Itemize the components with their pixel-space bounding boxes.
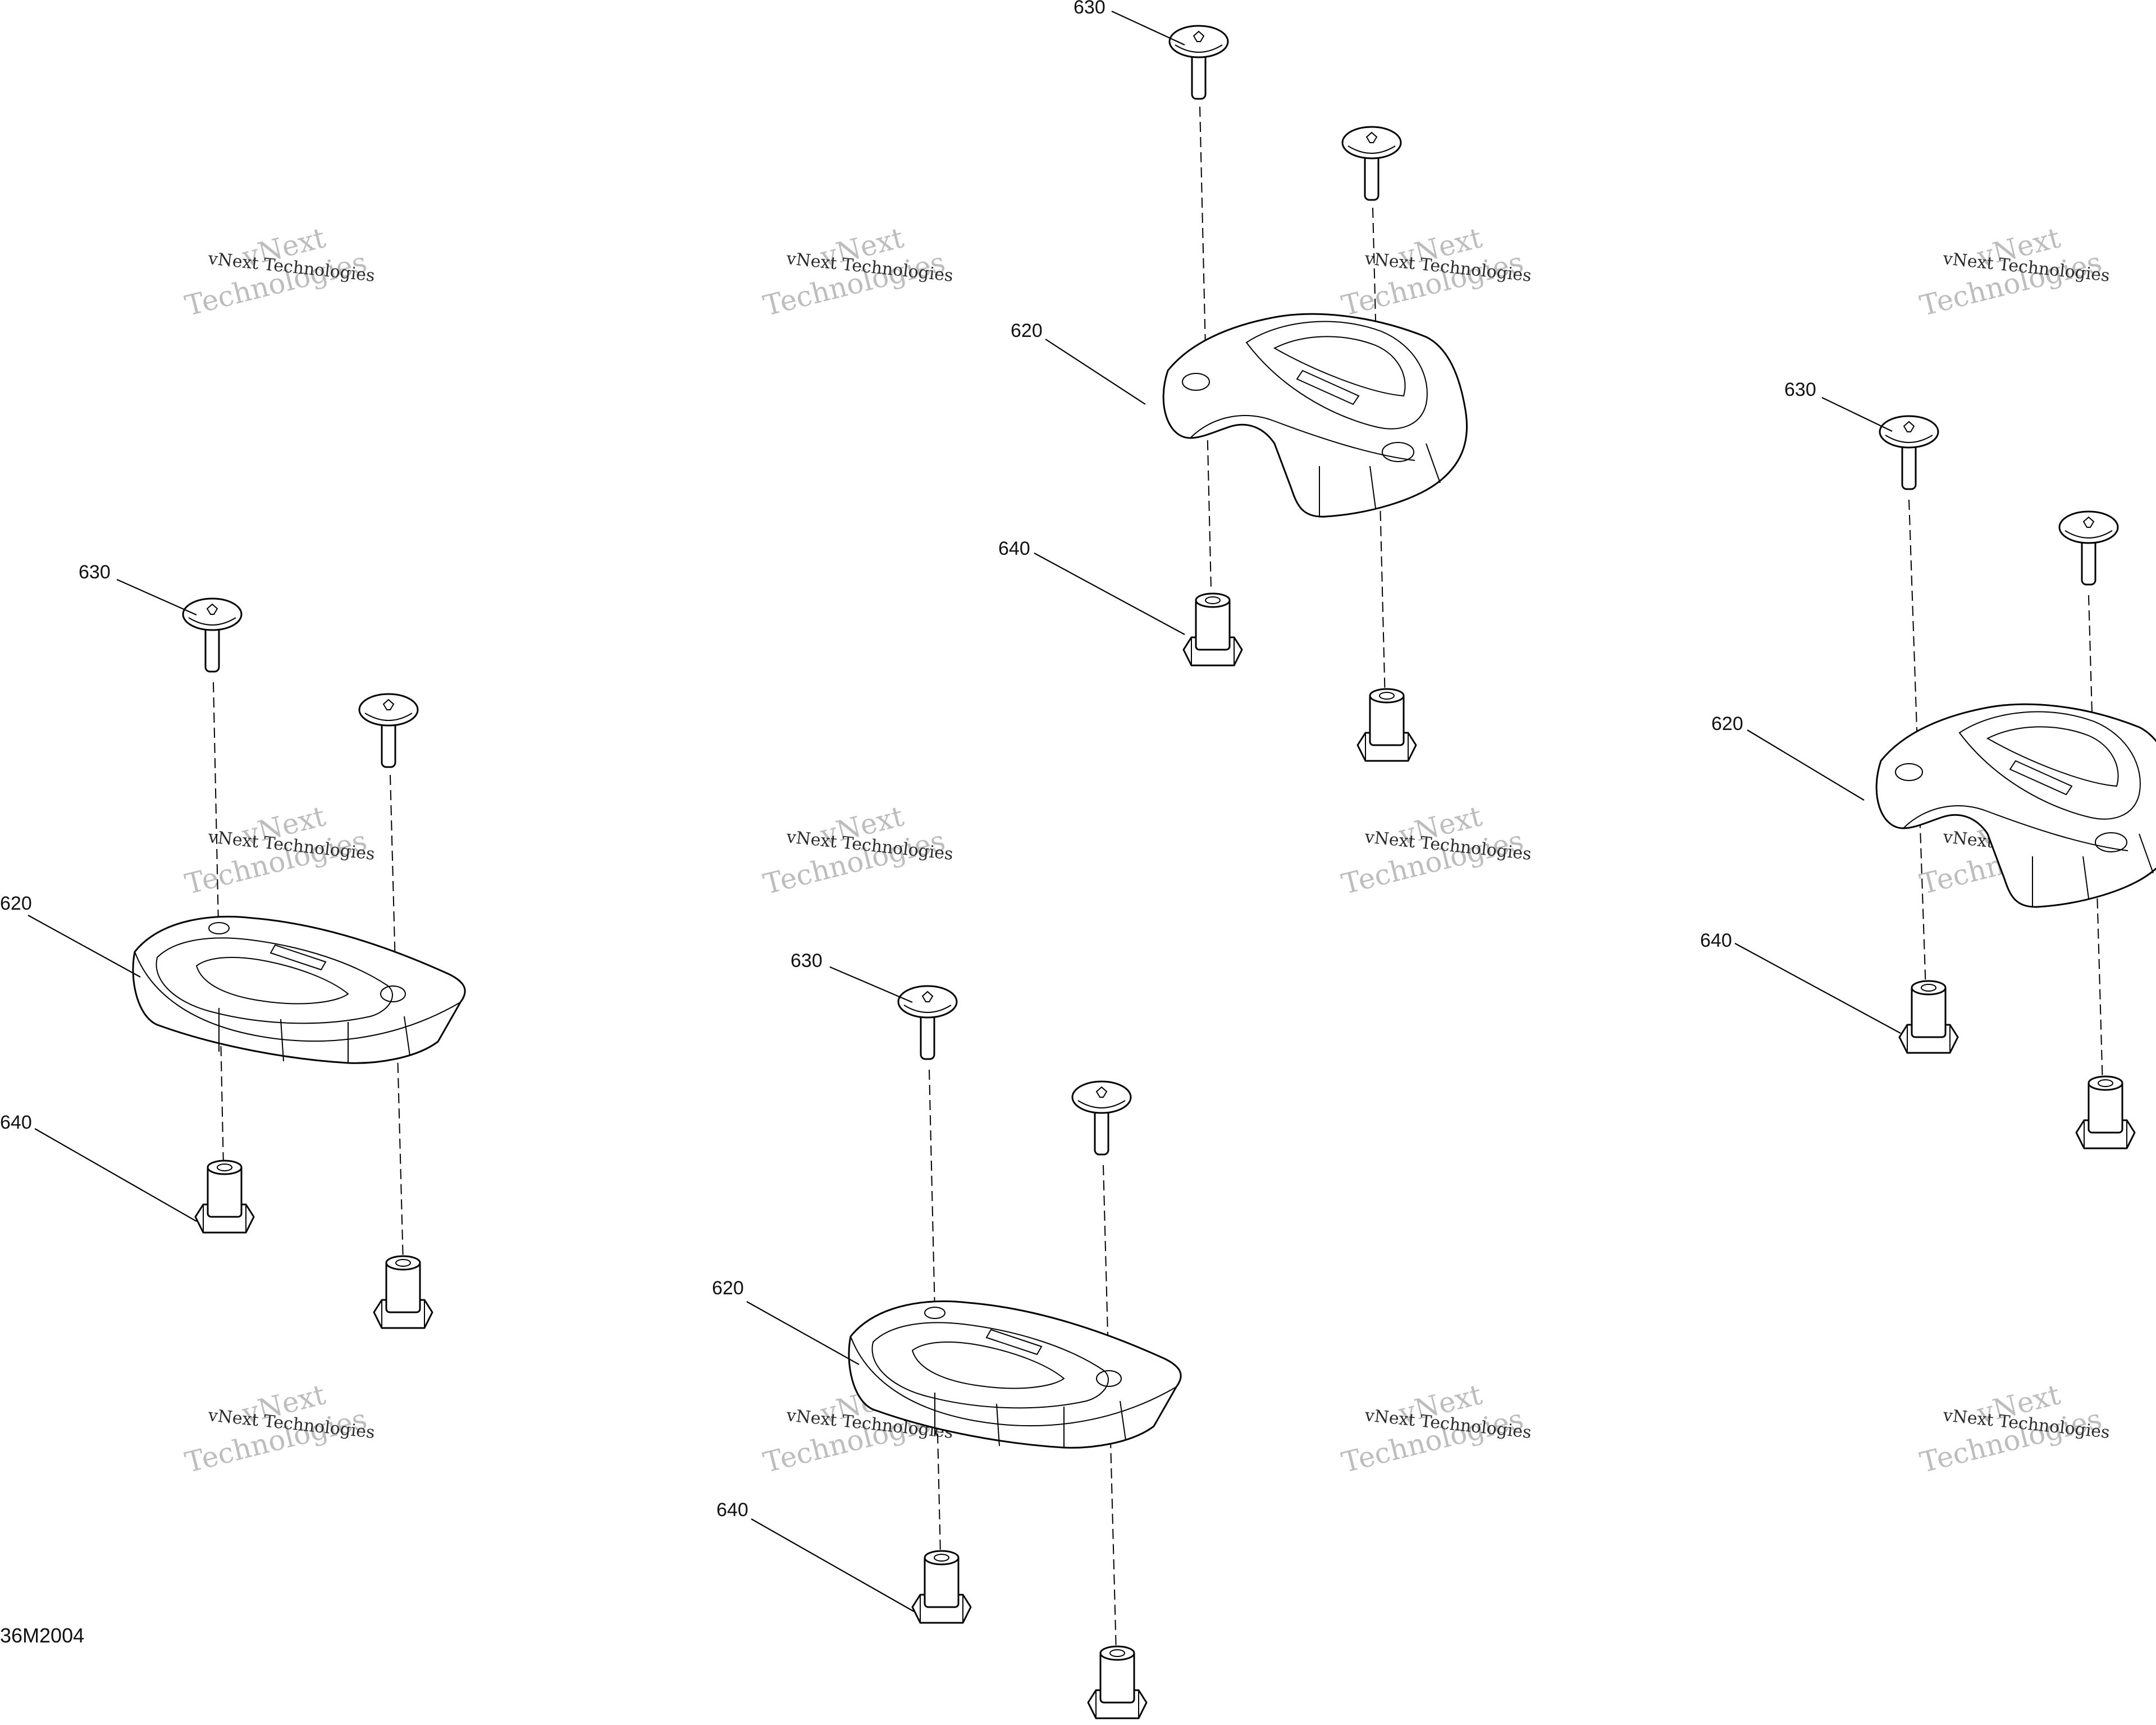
assembly-top-center: 630 620 640: [998, 0, 1468, 762]
callout-640: 640: [0, 1112, 32, 1133]
nut-640: [1898, 980, 1959, 1054]
screw-630: [2058, 510, 2119, 586]
leader-line: [1747, 729, 1865, 801]
nut-640: [194, 1160, 255, 1234]
nut-640: [911, 1550, 972, 1624]
nut-640: [373, 1255, 433, 1329]
nut-640: [1356, 688, 1417, 762]
leader-line: [1734, 943, 1901, 1034]
watermark-grid: vNext Technologies vNext Technologies vN…: [182, 221, 2111, 1479]
leader-line: [1111, 11, 1185, 45]
leader-line: [1821, 397, 1893, 432]
leader-line: [34, 1128, 197, 1222]
callout-620: 620: [1011, 320, 1043, 341]
figure-id: 36M2004: [0, 1624, 84, 1647]
screw-630: [1879, 415, 1939, 490]
bracket-620: [132, 916, 466, 1064]
assembly-axis: [1199, 106, 1212, 590]
leader-line: [28, 915, 141, 978]
leader-line: [829, 966, 913, 1003]
callout-640: 640: [1700, 930, 1732, 951]
callout-620: 620: [712, 1277, 744, 1299]
screw-630: [1071, 1080, 1132, 1156]
leader-line: [751, 1518, 915, 1612]
nut-640: [1182, 592, 1243, 667]
callout-640: 640: [998, 538, 1030, 559]
assembly-left: 630 620 640: [0, 562, 466, 1329]
assembly-bottom-center: 630 620 640: [712, 950, 1182, 1719]
screw-630: [897, 985, 958, 1060]
callout-630: 630: [1784, 379, 1816, 400]
screw-630: [182, 597, 243, 673]
leader-line: [1034, 553, 1185, 635]
callout-630: 630: [791, 950, 823, 971]
callout-620: 620: [0, 893, 32, 914]
screw-630: [1341, 126, 1402, 201]
callout-640: 640: [716, 1499, 748, 1521]
screw-630: [358, 693, 419, 768]
nut-640: [1087, 1645, 1148, 1719]
assembly-right: 630 620 640: [1700, 379, 2156, 1149]
leader-line: [116, 578, 197, 616]
callout-630: 630: [79, 562, 111, 583]
leader-line: [1045, 339, 1146, 405]
nut-640: [2075, 1075, 2136, 1149]
callout-630: 630: [1074, 0, 1106, 18]
callout-620: 620: [1711, 713, 1743, 734]
screw-630: [1168, 25, 1229, 100]
leader-line: [746, 1301, 860, 1365]
